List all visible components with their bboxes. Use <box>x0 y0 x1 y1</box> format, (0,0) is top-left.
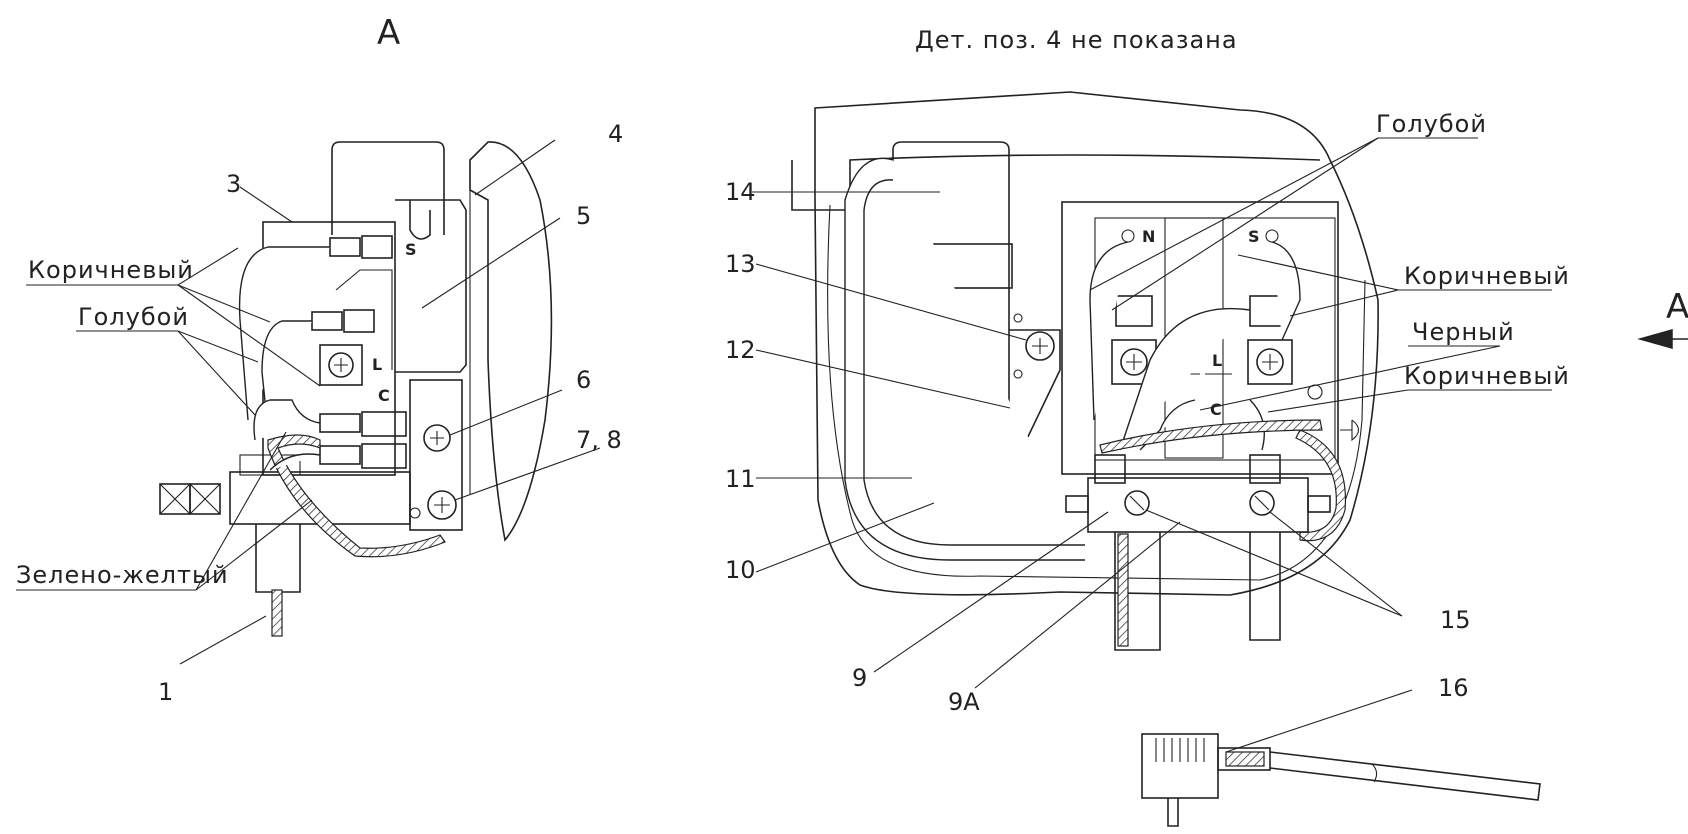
terminal-s-label: S <box>405 240 417 259</box>
wire-ground-loop <box>1295 429 1347 542</box>
cable-down-left <box>1114 532 1161 651</box>
cable-down-left-core <box>1117 533 1129 647</box>
clamp-post-right <box>1249 454 1281 484</box>
leaders-left <box>16 139 601 665</box>
screw-6 <box>423 424 451 452</box>
bracket-5 <box>395 199 467 373</box>
wire-green-yellow <box>267 434 446 558</box>
power-cable <box>255 524 301 593</box>
pos-5: 5 <box>576 202 591 230</box>
rivet-top <box>1013 313 1023 323</box>
pos-14: 14 <box>725 178 756 206</box>
pos-3: 3 <box>226 170 241 198</box>
cable-down-right <box>1249 532 1281 641</box>
pos-6: 6 <box>576 366 591 394</box>
note-pos4-not-shown: Дет. поз. 4 не показана <box>915 26 1238 54</box>
view-main: Дет. поз. 4 не показана N <box>725 26 1688 827</box>
pos-12: 12 <box>725 336 756 364</box>
capacitor-14 <box>892 141 1010 471</box>
ground-block <box>409 379 463 531</box>
pos-13: 13 <box>725 250 756 278</box>
cable-core <box>271 589 283 637</box>
bracket-inner <box>335 269 393 370</box>
view-a-title: A <box>377 13 400 53</box>
terminal-mid-left <box>1115 295 1153 327</box>
ground-screw-right <box>1307 384 1360 442</box>
wire-green-yellow-right <box>1099 419 1323 454</box>
motor-top-ledge <box>791 154 1321 211</box>
callout-blue-left: Голубой <box>78 303 189 331</box>
view-arrow-a <box>1637 329 1688 349</box>
pos-9a: 9A <box>948 688 980 716</box>
pos-15: 15 <box>1440 606 1471 634</box>
pos-10: 10 <box>725 556 756 584</box>
view-a: A S <box>16 13 623 706</box>
terminal-s-right-label: S <box>1248 227 1260 246</box>
clamp-9-left <box>1065 495 1089 513</box>
capacitor-housing <box>331 141 445 235</box>
screw-15-left <box>1124 490 1150 516</box>
left-block-x <box>159 483 221 515</box>
pos-9: 9 <box>852 664 867 692</box>
view-arrow-label: A <box>1666 287 1688 327</box>
terminal-l-bottom <box>1247 339 1293 385</box>
terminal-l-label: L <box>372 355 382 374</box>
clamp-post-left <box>1094 454 1126 484</box>
wire-lower <box>269 453 321 471</box>
terminal-c-label: C <box>378 386 390 405</box>
callout-brown-right-top: Коричневый <box>1404 262 1570 290</box>
motor-body <box>814 91 1379 596</box>
terminal-mid <box>311 309 375 333</box>
left-block-2 <box>189 483 221 515</box>
terminal-l2-label: L <box>1212 351 1222 370</box>
pos-4: 4 <box>608 120 623 148</box>
bracket-12 <box>1009 329 1061 471</box>
terminal-n-label: N <box>1142 227 1155 246</box>
clamp-9a <box>1087 477 1309 533</box>
wire-blue-n <box>1089 241 1129 421</box>
clamp-9-right <box>1307 495 1331 513</box>
switch-box <box>1061 201 1339 475</box>
cable-loop-left-2 <box>863 179 1085 546</box>
callout-brown-left: Коричневый <box>28 256 194 284</box>
callout-black: Черный <box>1412 318 1515 346</box>
screw-7-8 <box>409 490 457 520</box>
pos-7-8: 7, 8 <box>576 426 622 454</box>
wire-blue <box>253 399 321 441</box>
callout-brown-right-bottom: Коричневый <box>1404 362 1570 390</box>
callout-blue-right: Голубой <box>1376 110 1487 138</box>
plug-16 <box>1141 733 1541 827</box>
bracket-hook <box>409 200 431 240</box>
terminal-c-right-label: C <box>1210 400 1222 419</box>
terminal-l: L <box>319 344 382 386</box>
callout-green-yellow: Зелено-желтый <box>16 561 229 589</box>
screw-13 <box>1025 331 1055 361</box>
screw-15-right <box>1249 490 1275 516</box>
cover-4 <box>469 141 553 542</box>
leaders-right <box>752 137 1552 753</box>
pos-1: 1 <box>158 678 173 706</box>
pos-11: 11 <box>725 465 756 493</box>
rivet-bottom <box>1013 369 1023 379</box>
pos-16: 16 <box>1438 674 1469 702</box>
terminal-s: S <box>329 235 417 259</box>
terminal-c: C <box>319 386 407 469</box>
wire-brown-cross <box>1119 307 1251 451</box>
